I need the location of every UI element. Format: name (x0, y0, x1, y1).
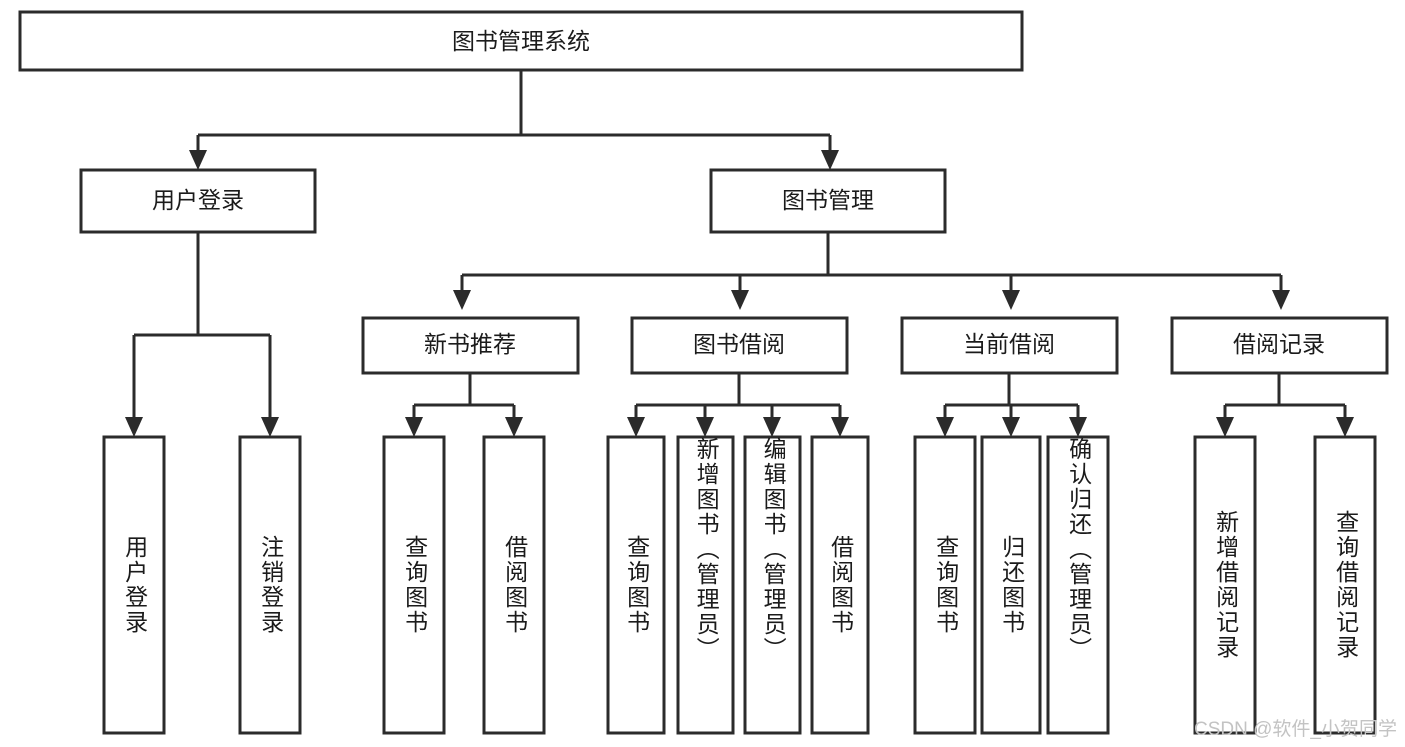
node-root-label: 图书管理系统 (452, 28, 590, 54)
node-book-borrow-label: 图书借阅 (693, 331, 785, 357)
node-current-borrow-box (900, 316, 1119, 375)
node-root[interactable]: 图书管理系统 (18, 10, 1024, 72)
leaf-box-borrow-record-1[interactable] (1313, 435, 1377, 735)
node-borrow-record[interactable]: 借阅记录 (1170, 316, 1389, 375)
leaf-box-new-book-rec-0[interactable] (382, 435, 446, 735)
node-current-borrow[interactable]: 当前借阅 (900, 316, 1119, 375)
node-root-box (18, 10, 1024, 72)
leaf-box-current-borrow-0[interactable] (913, 435, 977, 735)
node-user-login-box (79, 168, 317, 234)
connector-book-borrow-to-leaves (627, 373, 849, 437)
node-new-book-rec-label: 新书推荐 (424, 331, 516, 357)
node-book-manage-label: 图书管理 (782, 187, 874, 213)
leaf-box-book-borrow-0[interactable] (606, 435, 666, 735)
connector-user-login-to-leaves (125, 232, 279, 437)
leaf-box-current-borrow-2[interactable] (1046, 435, 1110, 735)
connector-book-manage-to-level3 (453, 232, 1290, 310)
connector-borrow-record-to-leaves (1216, 373, 1354, 437)
node-current-borrow-label: 当前借阅 (963, 331, 1055, 357)
node-user-login-label: 用户登录 (152, 187, 244, 213)
node-user-login[interactable]: 用户登录 (79, 168, 317, 234)
leaf-box-borrow-record-0[interactable] (1193, 435, 1257, 735)
leaf-box-book-borrow-1[interactable] (676, 435, 735, 735)
node-new-book-rec-box (361, 316, 580, 375)
node-book-manage[interactable]: 图书管理 (709, 168, 947, 234)
leaf-box-book-borrow-2[interactable] (743, 435, 802, 735)
connector-root-to-level2 (189, 70, 839, 170)
leaf-box-book-borrow-3[interactable] (810, 435, 870, 735)
leaf-box-new-book-rec-1[interactable] (482, 435, 546, 735)
connector-current-borrow-to-leaves (936, 373, 1087, 437)
node-book-borrow[interactable]: 图书借阅 (630, 316, 849, 375)
node-borrow-record-label: 借阅记录 (1233, 331, 1325, 357)
leaf-box-current-borrow-1[interactable] (980, 435, 1042, 735)
connector-new-book-rec-to-leaves (405, 373, 523, 437)
leaf-box-user-login-1[interactable] (238, 435, 302, 735)
node-new-book-rec[interactable]: 新书推荐 (361, 316, 580, 375)
leaf-box-user-login-0[interactable] (102, 435, 166, 735)
